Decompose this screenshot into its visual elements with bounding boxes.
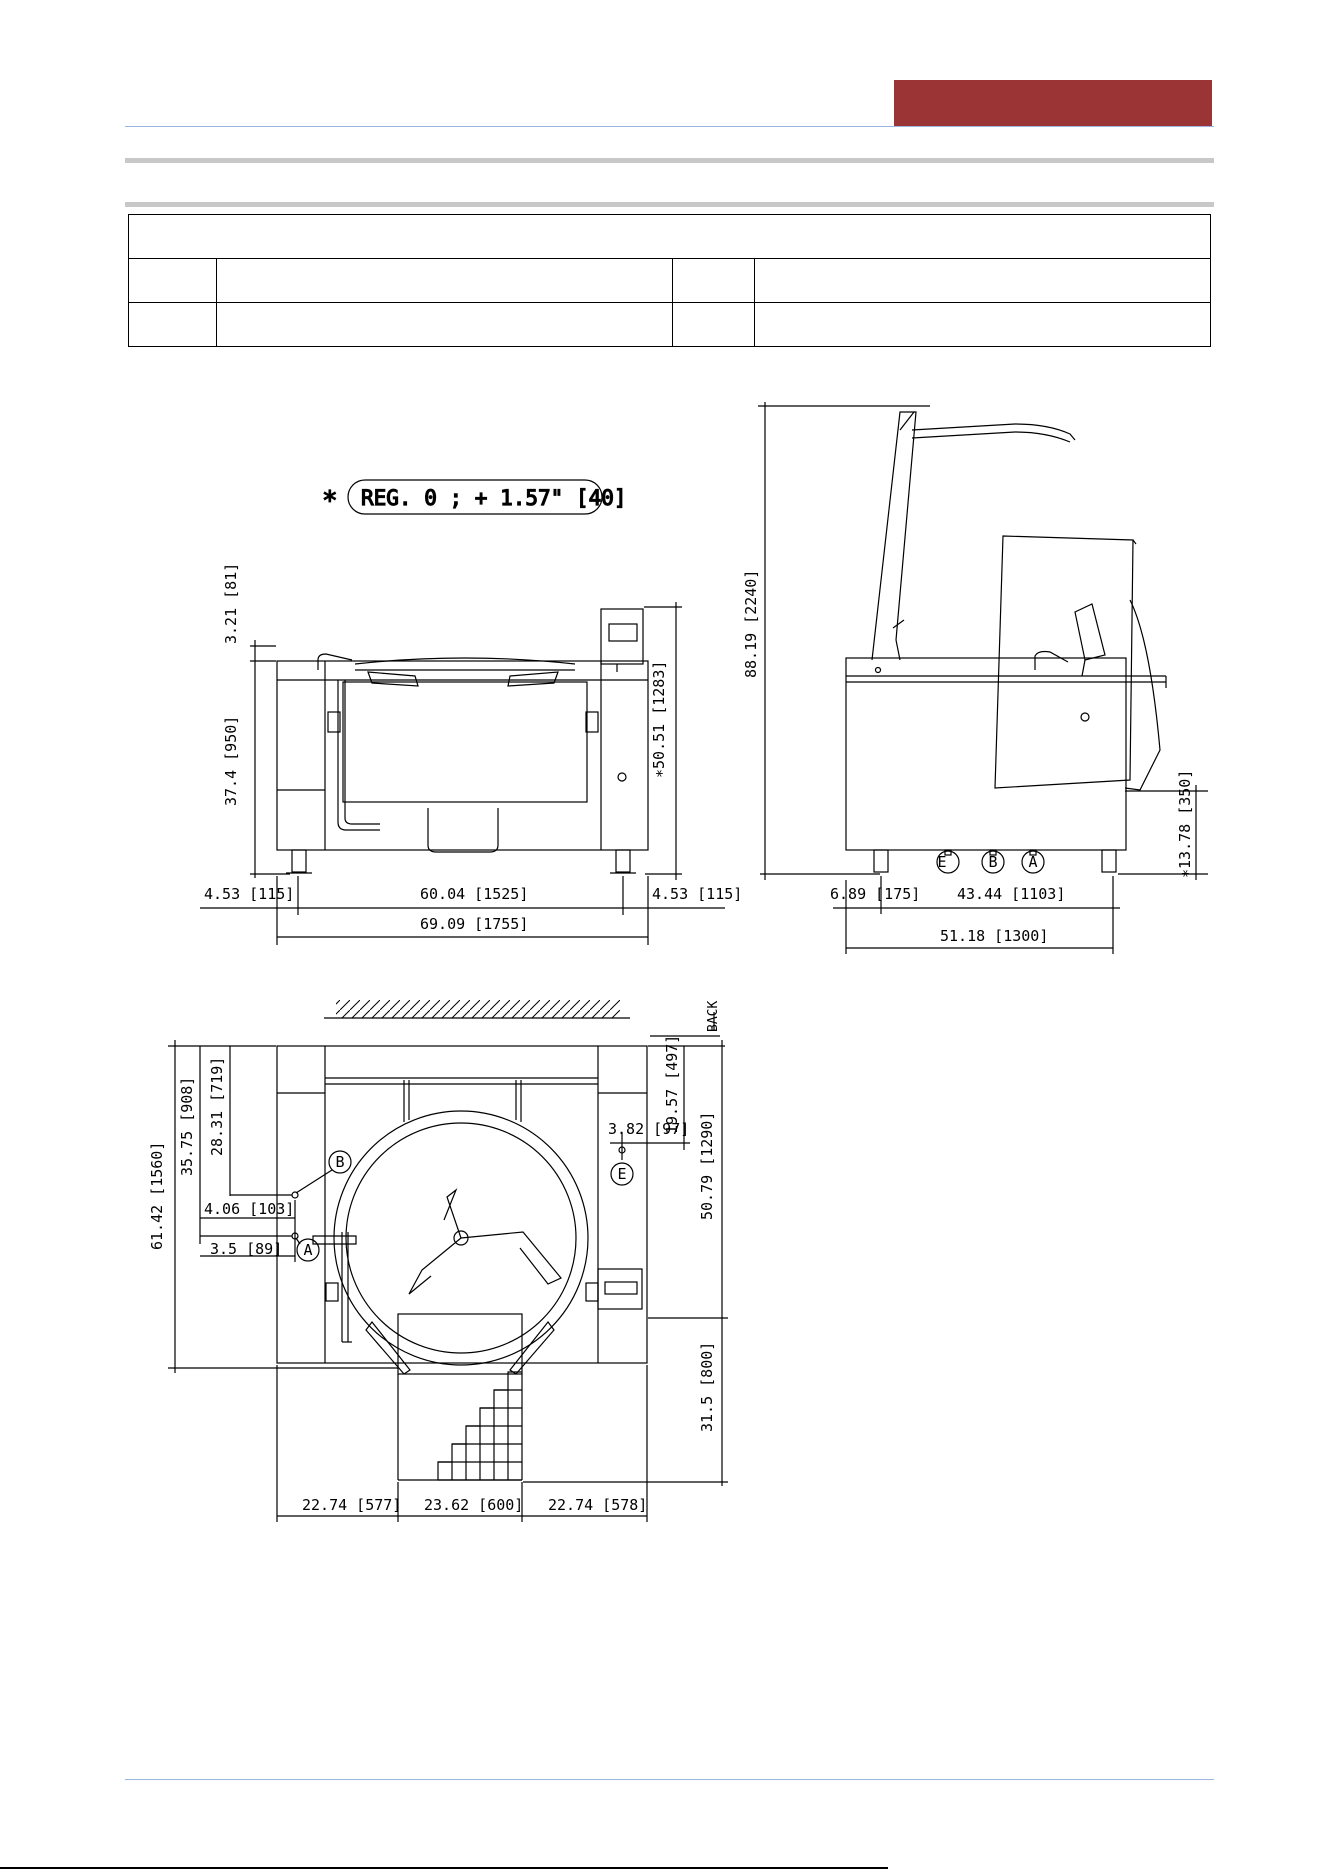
side-lid-open	[871, 411, 917, 661]
front-body	[276, 660, 649, 851]
dim-connection-span: 43.44 [1103]	[957, 885, 1065, 903]
connection-label-A: A	[1028, 853, 1037, 871]
spec-table-cell	[754, 302, 1211, 347]
plan-vessel-inner	[345, 1122, 577, 1354]
drain-housing	[427, 808, 499, 853]
spec-table-cell	[672, 302, 755, 347]
mixer-blade	[408, 1237, 462, 1295]
dim-E-depth: 19.57 [497]	[663, 1035, 681, 1134]
point-label-B: B	[335, 1153, 344, 1171]
header-accent-bar	[894, 80, 1212, 126]
spec-table-header-row	[128, 214, 1211, 259]
spec-table-row	[128, 302, 1211, 347]
dim-left-margin: 4.53 [115]	[204, 885, 294, 903]
mixer-blade	[443, 1188, 462, 1239]
plan-body	[276, 1045, 648, 1364]
dim-plan-overall-depth: 61.42 [1560]	[148, 1142, 166, 1250]
point-label-A: A	[303, 1241, 312, 1259]
dim-floor-clearance: ∗13.78 [350]	[1176, 770, 1194, 878]
back-label: BACK	[706, 1001, 721, 1032]
spec-table-cell	[128, 258, 217, 303]
section-rule-upper	[125, 158, 1214, 163]
dim-A-offset: 3.5 [89]	[210, 1240, 282, 1258]
dim-top-offset: 3.21 [81]	[222, 563, 240, 644]
mixer-hub	[453, 1230, 469, 1246]
section-rule-lower	[125, 202, 1214, 207]
dim-body-height: 37.4 [950]	[222, 716, 240, 806]
dim-center-clearance: 23.62 [600]	[424, 1496, 523, 1514]
side-body	[845, 657, 1127, 851]
header-rule	[125, 126, 1214, 127]
dim-height-open: 88.19 [2240]	[742, 570, 760, 678]
note-frame	[347, 479, 603, 515]
spec-table-header-cell	[128, 214, 1211, 259]
connection-label-E: E	[937, 853, 946, 871]
page-bottom-line	[0, 1867, 888, 1869]
point-label-E: E	[617, 1165, 626, 1183]
plan-control-panel	[597, 1268, 643, 1310]
note-asterisk: ∗	[322, 481, 338, 511]
dim-right-margin: 4.53 [115]	[652, 885, 742, 903]
dim-right-clearance: 22.74 [578]	[548, 1496, 647, 1514]
front-lid	[354, 657, 576, 665]
spec-table	[128, 214, 1211, 347]
front-kettle	[342, 681, 588, 803]
dim-clearance-front: 31.5 [800]	[698, 1342, 716, 1432]
adjustment-note: REG. 0 ; + 1.57" [40]	[361, 486, 627, 510]
dim-depth-to-A: 35.75 [908]	[178, 1077, 196, 1176]
back-wall-hatch	[336, 1000, 620, 1018]
dim-overall-depth: 51.18 [1300]	[940, 927, 1048, 945]
dim-E-offset: 3.82 [97]	[608, 1120, 689, 1138]
spec-table-cell	[754, 258, 1211, 303]
dim-body-depth: 50.79 [1290]	[698, 1112, 716, 1220]
dim-B-offset: 4.06 [103]	[204, 1200, 294, 1218]
dim-left-clearance: 22.74 [577]	[302, 1496, 401, 1514]
control-panel	[600, 608, 644, 665]
dim-overall-width: 69.09 [1755]	[420, 915, 528, 933]
connection-label-B: B	[988, 853, 997, 871]
plan-view	[168, 1000, 728, 1522]
mixer-blade	[460, 1231, 562, 1285]
dim-center-width: 60.04 [1525]	[420, 885, 528, 903]
side-kettle-tilted	[994, 535, 1134, 789]
plan-vessel-outer	[333, 1110, 589, 1366]
dim-front-offset: 6.89 [175]	[830, 885, 920, 903]
dim-depth-to-B: 28.31 [719]	[208, 1057, 226, 1156]
front-view: ∗ REG. 0 ; + 1.57" [40]	[200, 479, 725, 945]
dim-overall-height: ∗50.51 [1283]	[650, 661, 668, 778]
side-view	[758, 402, 1208, 954]
footer-rule	[125, 1779, 1214, 1780]
